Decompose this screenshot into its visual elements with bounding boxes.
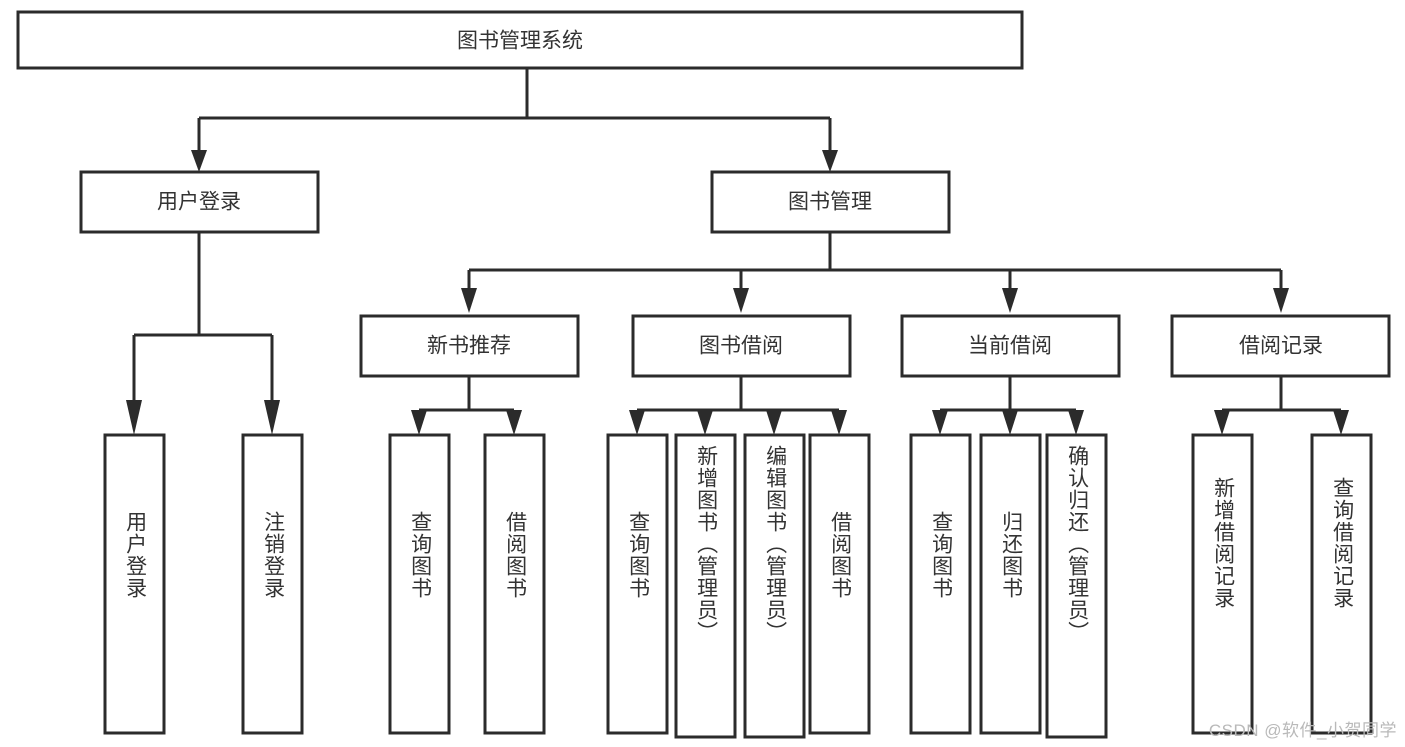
node-new-book-recommend[interactable]: 新书推荐 xyxy=(359,314,580,378)
arrow-head-leaf-query-book-current xyxy=(932,410,948,435)
leaf-edit-book-admin-box[interactable] xyxy=(743,433,806,739)
leaf-query-book-current-box[interactable] xyxy=(909,433,972,735)
node-book-manage-label: 图书管理 xyxy=(788,191,872,214)
leaf-query-book-borrow-box[interactable] xyxy=(606,433,669,735)
node-root[interactable]: 图书管理系统 xyxy=(16,10,1024,70)
node-current-borrow-label: 当前借阅 xyxy=(968,335,1052,358)
arrow-head-book-manage xyxy=(822,150,838,172)
connector-group xyxy=(126,68,1349,435)
leaf-query-book-rec-box[interactable] xyxy=(388,433,451,735)
node-book-borrow-label: 图书借阅 xyxy=(699,335,783,358)
arrow-head-book-borrow xyxy=(733,288,749,313)
node-new-book-recommend-box[interactable] xyxy=(359,314,580,378)
arrow-head-leaf-return-book xyxy=(1002,410,1018,435)
arrow-head-leaf-add-book-admin xyxy=(697,410,713,435)
leaf-user-login-box[interactable] xyxy=(103,433,166,735)
arrow-head-leaf-borrow-book xyxy=(831,410,847,435)
node-new-book-recommend-label: 新书推荐 xyxy=(427,335,511,358)
arrow-head-new-book-recommend xyxy=(461,288,477,313)
node-current-borrow[interactable]: 当前借阅 xyxy=(900,314,1121,378)
node-book-manage[interactable]: 图书管理 xyxy=(710,170,951,234)
leaf-box-group xyxy=(103,433,1373,739)
arrow-head-borrow-record xyxy=(1273,288,1289,313)
node-borrow-record-box[interactable] xyxy=(1170,314,1391,378)
arrow-head-leaf-edit-book-admin xyxy=(766,410,782,435)
leaf-borrow-book-box[interactable] xyxy=(808,433,871,735)
leaf-borrow-book-rec-box[interactable] xyxy=(483,433,546,735)
arrow-head-leaf-borrow-book-rec xyxy=(506,410,522,435)
node-user-login[interactable]: 用户登录 xyxy=(79,170,320,234)
arrow-head-leaf-query-borrow-record xyxy=(1333,410,1349,435)
leaf-logout-login-box[interactable] xyxy=(241,433,304,735)
leaf-return-book-box[interactable] xyxy=(979,433,1042,735)
node-book-manage-box[interactable] xyxy=(710,170,951,234)
node-borrow-record-label: 借阅记录 xyxy=(1239,335,1323,358)
node-root-box[interactable] xyxy=(16,10,1024,70)
node-current-borrow-box[interactable] xyxy=(900,314,1121,378)
node-user-login-label: 用户登录 xyxy=(157,191,241,214)
node-borrow-record[interactable]: 借阅记录 xyxy=(1170,314,1391,378)
arrow-head-leaf-query-book-borrow xyxy=(629,410,645,435)
node-root-label: 图书管理系统 xyxy=(457,30,583,53)
csdn-watermark: CSDN @软件_小贺同学 xyxy=(1208,721,1397,740)
arrow-head-user-login xyxy=(191,150,207,172)
arrow-head-leaf-query-book-rec xyxy=(411,410,427,435)
arrow-head-leaf-add-borrow-record xyxy=(1214,410,1230,435)
leaf-add-borrow-record-box[interactable] xyxy=(1191,433,1254,735)
arrow-head-leaf-logout-login xyxy=(264,400,280,435)
arrow-head-leaf-user-login xyxy=(126,400,142,435)
arrow-head-current-borrow xyxy=(1002,288,1018,313)
leaf-confirm-return-admin-box[interactable] xyxy=(1045,433,1108,739)
node-book-borrow-box[interactable] xyxy=(631,314,852,378)
node-user-login-box[interactable] xyxy=(79,170,320,234)
leaf-query-borrow-record-box[interactable] xyxy=(1310,433,1373,735)
node-book-borrow[interactable]: 图书借阅 xyxy=(631,314,852,378)
arrow-head-leaf-confirm-return-admin xyxy=(1068,410,1084,435)
leaf-add-book-admin-box[interactable] xyxy=(674,433,737,739)
